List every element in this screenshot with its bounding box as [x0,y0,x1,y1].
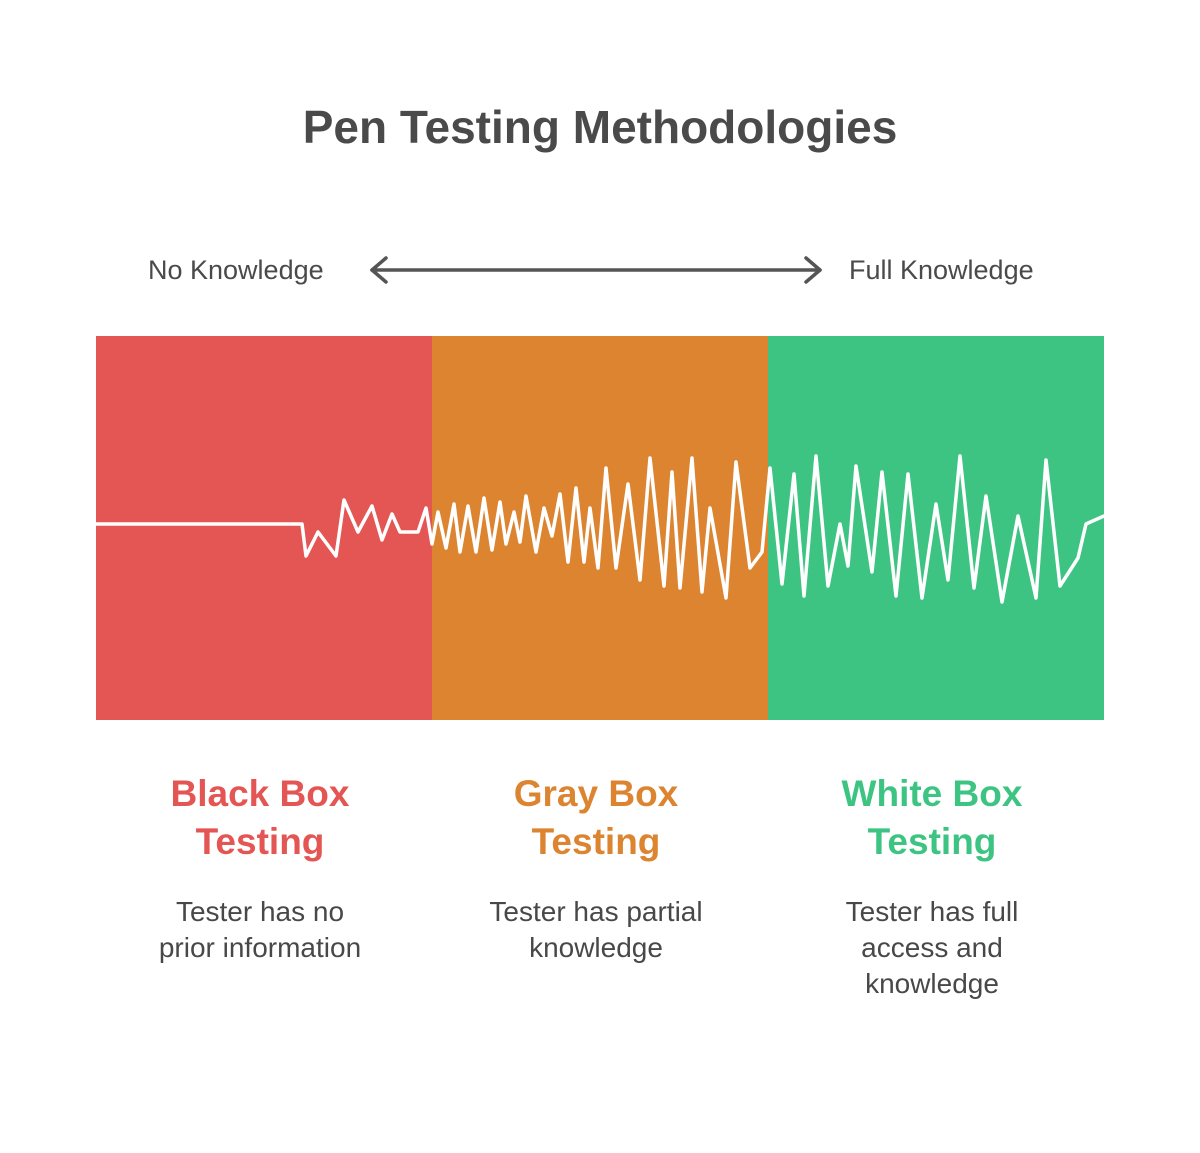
gray-box-column: Gray Box Testing Tester has partial know… [428,770,764,966]
white-box-title: White Box Testing [841,773,1023,862]
knowledge-spectrum [96,336,1104,720]
black-box-title: Black Box Testing [170,773,350,862]
full-knowledge-label: Full Knowledge [849,255,1034,285]
double-arrow-icon [370,256,822,284]
signal-wave [96,454,1104,604]
black-box-column: Black Box Testing Tester has no prior in… [92,770,428,966]
white-box-description: Tester has full access and knowledge [845,896,1019,999]
white-box-column: White Box Testing Tester has full access… [764,770,1100,1002]
no-knowledge-label: No Knowledge [148,255,324,285]
diagram-title: Pen Testing Methodologies [302,101,898,153]
black-box-description: Tester has no prior information [158,896,362,963]
gray-box-description: Tester has partial knowledge [489,896,703,963]
gray-box-title: Gray Box Testing [513,773,679,862]
black-box-band [96,336,432,720]
